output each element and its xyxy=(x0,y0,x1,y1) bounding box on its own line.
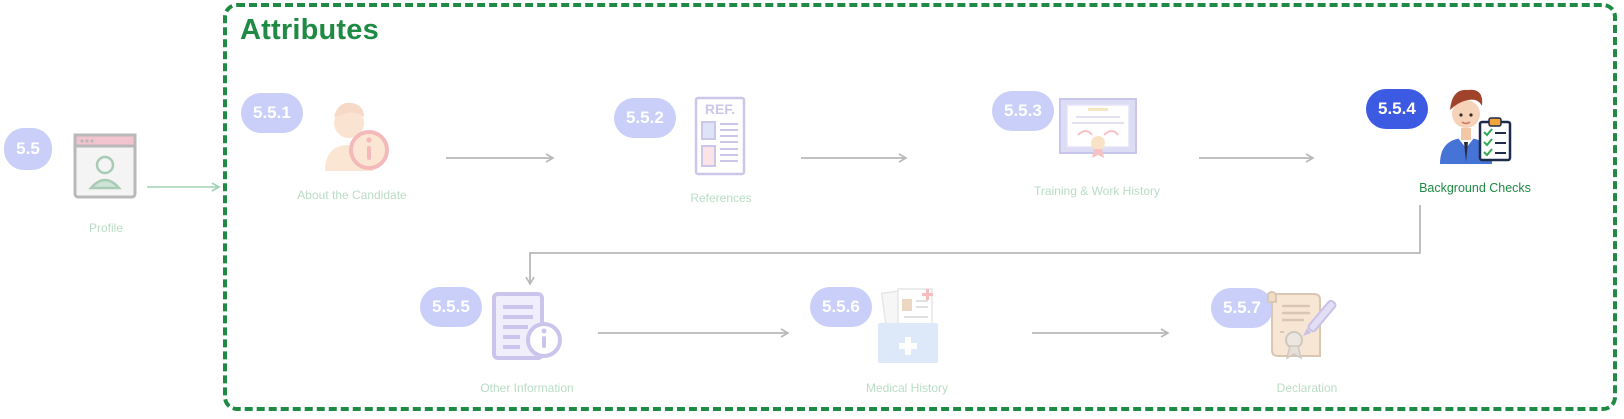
attributes-group-frame xyxy=(223,3,1617,411)
step-badge: 5.5.1 xyxy=(241,93,303,133)
svg-text:REF.: REF. xyxy=(705,101,735,117)
root-step-label: Profile xyxy=(88,221,124,235)
step-label: Medical History xyxy=(865,381,949,395)
certificate-icon xyxy=(1058,97,1138,164)
profile-window-icon xyxy=(73,133,137,204)
medical-folder-icon xyxy=(876,287,940,370)
candidate-info-icon xyxy=(313,93,393,178)
person-clipboard-icon xyxy=(1438,88,1512,169)
step-label-active: Background Checks xyxy=(1419,181,1531,195)
step-badge: 5.5.3 xyxy=(992,91,1054,131)
step-badge: 5.5.5 xyxy=(420,287,482,327)
step-label: About the Candidate xyxy=(297,188,407,202)
step-badge: 5.5.7 xyxy=(1211,288,1273,328)
step-label: Declaration xyxy=(1276,381,1338,395)
step-badge-active: 5.5.4 xyxy=(1366,89,1428,129)
group-title: Attributes xyxy=(240,14,379,46)
document-info-icon xyxy=(490,290,564,369)
step-label: Other Information xyxy=(480,381,574,395)
step-label: References xyxy=(690,191,752,205)
step-label: Training & Work History xyxy=(1033,184,1161,198)
root-step-badge: 5.5 xyxy=(4,128,52,170)
scroll-pen-icon xyxy=(1266,288,1346,369)
step-badge: 5.5.6 xyxy=(810,287,872,327)
reference-document-icon: REF. xyxy=(694,96,746,181)
arrow-5-5-4-to-5-5-5 xyxy=(525,205,1421,286)
step-badge: 5.5.2 xyxy=(614,98,676,138)
